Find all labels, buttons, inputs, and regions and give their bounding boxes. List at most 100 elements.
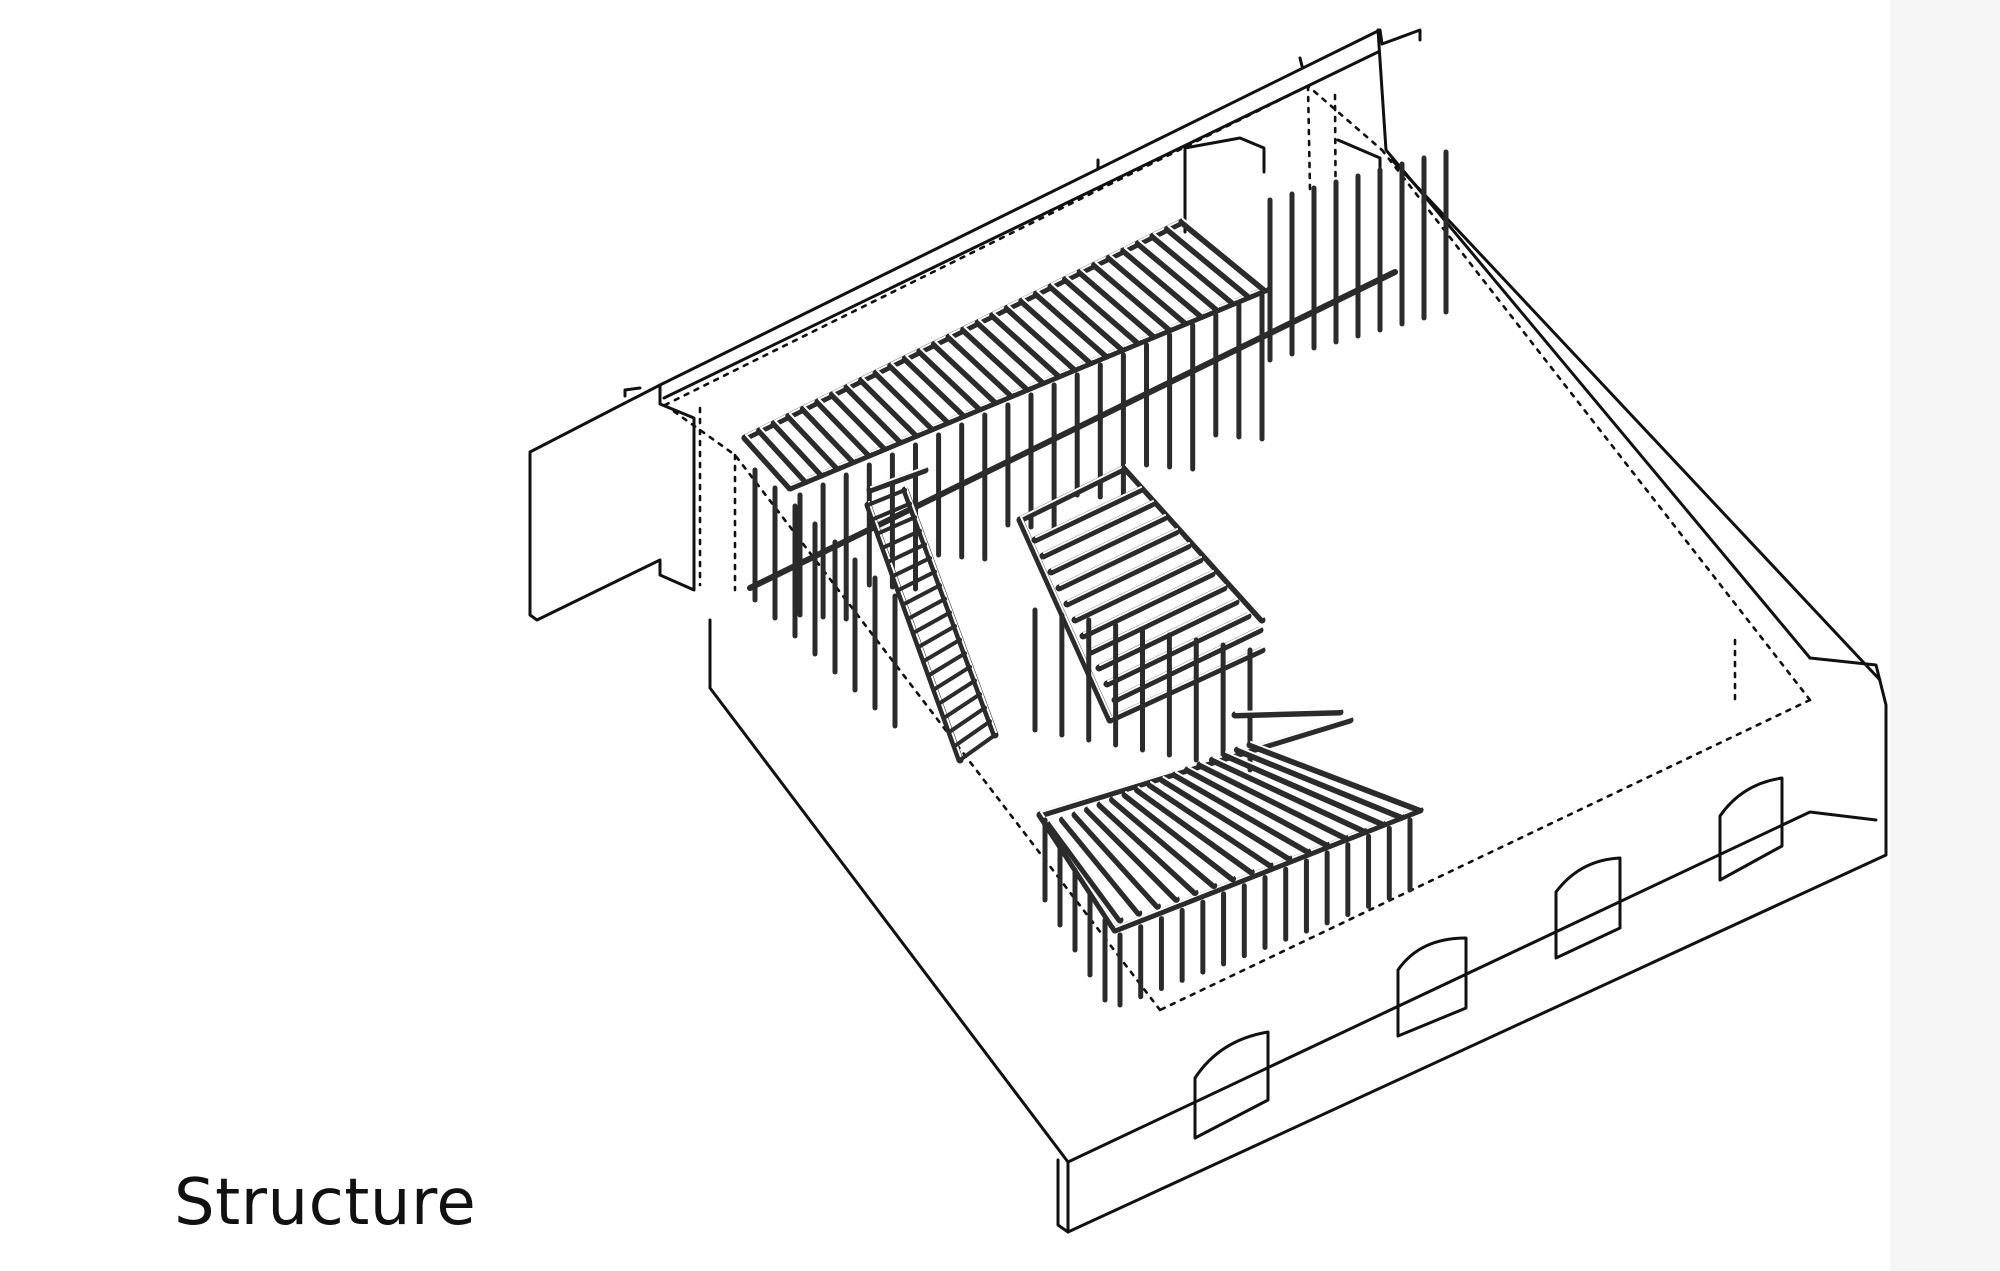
stair-landing [866,466,929,494]
mid-deck-right-rail-edge [1125,464,1264,618]
stair-tread [896,569,937,592]
upper-deck-joist [814,398,873,459]
upper-deck-joist-edge [759,426,808,480]
upper-deck-joist [1018,297,1095,367]
wall-notch-3 [1298,56,1304,68]
stair-tread [937,678,977,706]
upper-deck-joist-edge [832,390,887,447]
lower-deck-joist [1046,821,1124,924]
stair-tread [912,610,952,635]
stair-tread [958,733,997,762]
lower-deck-joist [1159,776,1293,862]
right-back-wall [1376,28,1812,660]
lower-deck-joist [1121,791,1236,883]
upper-deck-joist-edge [1152,232,1236,302]
upper-deck-joist [1076,268,1158,340]
lower-deck-joist [1209,756,1368,835]
stair-tread [927,651,967,677]
long-tie-beam [747,269,1398,591]
window-2 [1396,936,1468,1038]
mid-deck-back-rail-edge [1020,464,1127,518]
upper-deck-joist-edge [1007,304,1077,368]
lower-deck-joist [1059,816,1143,917]
mid-deck-joist-edge [1043,500,1154,554]
lower-deck-joist-edge [1162,776,1291,857]
lower-deck-joist-edge [1075,811,1160,905]
lower-deck-joist-edge [1062,816,1141,912]
lower-deck-joist-edge [1125,791,1235,877]
right-wall-inner [1390,158,1882,682]
mid-deck-joist-edge [1107,612,1250,682]
upper-deck-joist [1149,232,1237,307]
mid-deck-left-rail [1016,516,1114,724]
stair-tread [871,501,912,522]
upper-deck-joist-edge [1065,275,1141,341]
upper-deck-joist-edge [774,419,824,473]
floor-front-edge [1158,698,1812,1012]
lower-deck-joist-edge [1112,796,1216,884]
upper-deck-joist-edge [1138,239,1220,308]
wall-notch-1 [623,386,642,398]
mid-deck-joist [1071,556,1204,624]
upper-deck-joist-edge [890,362,951,420]
mid-deck-back-rail [1016,464,1129,524]
lower-deck-joist-edge [1137,786,1254,870]
upper-deck-joist-edge [876,369,935,427]
upper-deck-joist [960,326,1031,393]
middle-deck-structure [1016,464,1266,773]
upper-deck-joist [785,412,841,472]
lower-deck-back-rail [1036,716,1354,819]
upper-deck-joist-edge [788,412,840,467]
mid-deck-joist [1047,514,1168,576]
upper-deck-joist-edge [1080,268,1157,335]
upper-deck-joist [945,333,1016,400]
mid-deck-joist [1063,542,1192,608]
lower-deck-joist-edge [1100,801,1197,891]
upper-deck-joist-edge [948,333,1014,394]
mid-deck-joist [1103,612,1252,688]
lower-deck-joist-edge [1175,771,1310,850]
lower-deck-joist [1184,766,1330,848]
stair-tread [947,705,987,734]
lower-deck-joist [1134,786,1255,876]
mid-deck-joist [1031,486,1144,544]
lower-deck-joist [1109,796,1218,890]
mid-deck-joist-edge [1059,528,1178,586]
upper-deck-joist-edge [992,311,1062,374]
lower-deck-joist [1084,806,1180,903]
upper-deck-joist-edge [963,326,1030,387]
stair-landing-edge [870,466,927,488]
lower-deck-joist [1196,761,1349,841]
lower-deck-handrail [1231,708,1344,719]
front-wall-top [708,618,1070,1234]
lower-deck-joist-edge [1050,821,1122,918]
upper-deck-structure [741,218,1269,492]
lower-deck-joist-edge [1087,806,1179,898]
mid-deck-joist [1055,528,1180,592]
upper-deck-joist [1134,240,1221,314]
lower-deck-structure [1036,708,1424,1008]
stair-tread [917,624,957,649]
left-end-wall [528,383,696,622]
upper-deck-joist-edge [1036,290,1109,354]
upper-deck-joist [1105,254,1190,327]
page-edge-strip [1890,0,2000,1271]
floor-left-edge [663,403,1162,1012]
mid-deck-joist-edge [1099,598,1238,666]
diagram-caption: Structure [174,1166,477,1240]
lower-deck-joist [1171,771,1311,855]
window-3 [1554,856,1622,960]
lower-deck-handrail-edge [1235,708,1342,713]
lower-deck-joist [1146,781,1274,869]
upper-deck-joist [901,355,968,419]
upper-deck-joist [828,391,889,452]
lower-deck-joist [1096,801,1199,896]
front-wall-base [1056,1158,1070,1234]
stair-tread [866,488,907,507]
upper-deck-joist [741,434,794,492]
upper-deck-joist [858,376,921,439]
upper-deck-joist [1003,304,1079,373]
mid-deck-front-rail [1106,646,1266,724]
upper-deck-joist [1178,218,1269,294]
